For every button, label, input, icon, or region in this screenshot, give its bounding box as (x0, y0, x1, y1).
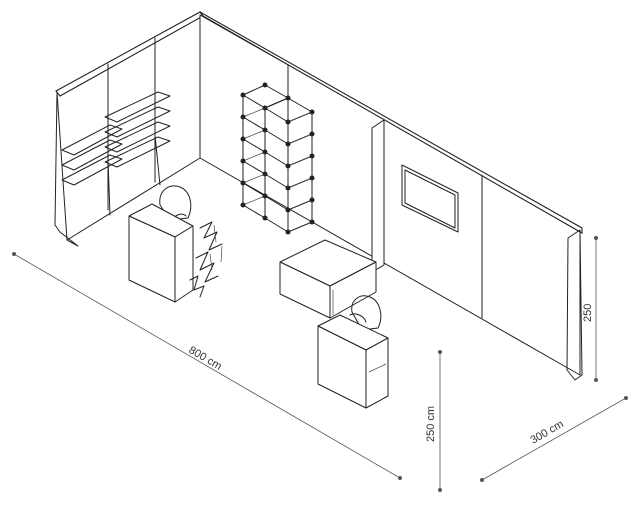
dimension-height-right: 250 (582, 236, 598, 382)
cube-shelving-unit (240, 82, 315, 235)
back-wall (199, 11, 583, 381)
dimension-height-front-label: 250 cm (425, 406, 437, 442)
dimension-length-label: 800 cm (187, 344, 224, 372)
left-wall (54, 11, 204, 247)
chair-right (349, 295, 382, 331)
dimension-height-right-label: 250 (582, 304, 594, 322)
counter-right (317, 314, 389, 409)
counter-left (128, 203, 194, 303)
dimension-depth: 300 cm (480, 396, 628, 482)
wall-screen (401, 164, 459, 233)
dimension-depth-label: 300 cm (529, 418, 566, 446)
partition-post (371, 119, 385, 273)
center-table (279, 239, 377, 319)
zigzag-display (189, 221, 223, 298)
wall-shelves (61, 91, 171, 216)
dimension-height-front: 250 cm (425, 350, 442, 492)
